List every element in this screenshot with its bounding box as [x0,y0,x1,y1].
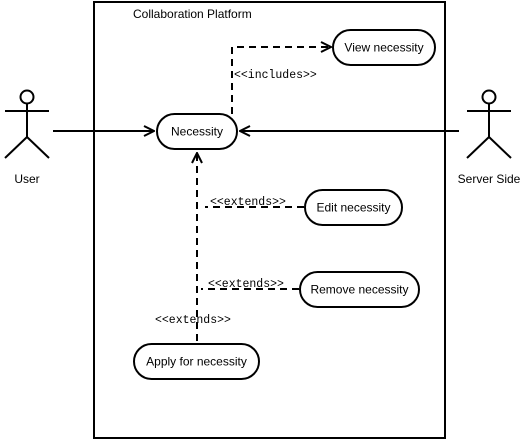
use-case-apply-for-necessity[interactable]: Apply for necessity [133,343,260,380]
use-case-view-necessity-label: View necessity [344,41,423,55]
use-case-apply-for-necessity-label: Apply for necessity [146,355,247,369]
system-title: Collaboration Platform [133,7,252,21]
extends-apply-label: <<extends>> [155,314,231,327]
includes-view-connector [231,47,331,114]
user-actor-label: User [14,172,39,186]
server-side-actor [466,89,512,159]
extends-edit-label: <<extends>> [210,196,286,209]
use-case-remove-necessity-label: Remove necessity [310,283,408,297]
use-case-edit-necessity-label: Edit necessity [316,201,390,215]
use-case-necessity-label: Necessity [171,125,223,139]
use-case-edit-necessity[interactable]: Edit necessity [304,189,403,226]
user-actor [4,89,50,159]
includes-view-label: <<includes>> [234,69,317,82]
use-case-view-necessity[interactable]: View necessity [332,29,436,66]
use-case-remove-necessity[interactable]: Remove necessity [299,271,420,308]
use-case-necessity[interactable]: Necessity [156,113,238,150]
system-boundary [93,1,446,439]
extends-remove-label: <<extends>> [208,278,284,291]
server-side-actor-label: Server Side [458,172,521,186]
